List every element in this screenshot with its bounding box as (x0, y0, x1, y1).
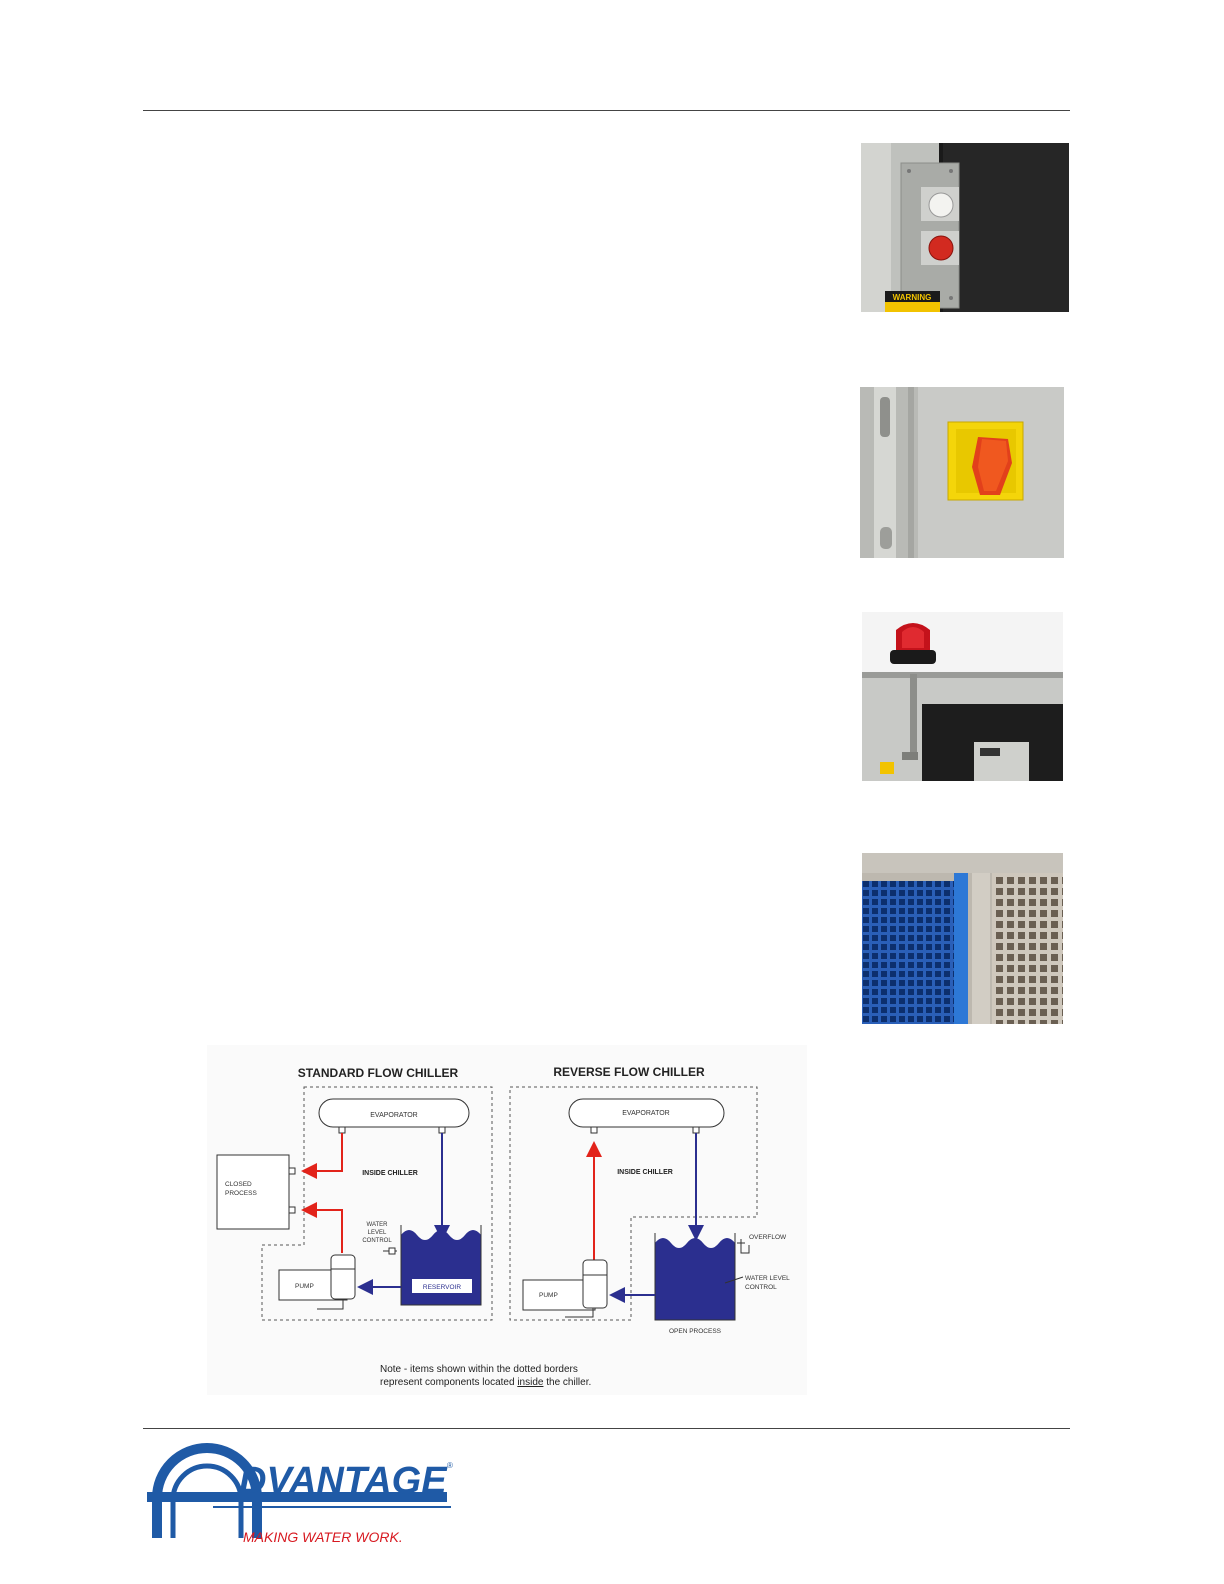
standard-supply-line (301, 1133, 343, 1179)
disconnect-switch-photo (860, 387, 1064, 558)
standard-pump-label: PUMP (295, 1283, 314, 1290)
logo-tagline: MAKING WATER WORK. (243, 1529, 403, 1545)
reverse-inside-border (509, 1086, 758, 1321)
standard-return-line (301, 1202, 343, 1253)
reverse-flow-title: REVERSE FLOW CHILLER (553, 1065, 705, 1079)
closed-process-label-1: CLOSED (225, 1181, 252, 1188)
reverse-inside-label: INSIDE CHILLER (617, 1169, 673, 1176)
footer-rule (143, 1428, 1070, 1429)
reverse-water-level-label-1: WATER LEVEL (745, 1275, 790, 1282)
open-process-label: OPEN PROCESS (669, 1328, 722, 1335)
reverse-pump-label: PUMP (539, 1292, 558, 1299)
water-level-label-2: LEVEL (368, 1230, 387, 1236)
standard-evaporator (318, 1098, 470, 1128)
closed-process-box (216, 1154, 290, 1230)
chiller-flow-diagram: STANDARD FLOW CHILLER EVAPORATOR INSIDE … (207, 1045, 807, 1395)
warning-label: WARNING (893, 293, 932, 302)
reverse-evaporator (568, 1098, 725, 1128)
overflow-label: OVERFLOW (749, 1234, 787, 1241)
logo-registered-mark: ® (447, 1461, 453, 1470)
diagram-note-line-1: Note - items shown within the dotted bor… (380, 1364, 578, 1375)
reverse-pump-unit (582, 1259, 608, 1309)
reverse-evaporator-label: EVAPORATOR (622, 1110, 669, 1117)
header-rule (143, 110, 1070, 111)
standard-pump-unit (330, 1254, 356, 1300)
standard-evaporator-label: EVAPORATOR (370, 1112, 417, 1119)
reservoir-label: RESERVOIR (423, 1284, 461, 1291)
closed-process-label-2: PROCESS (225, 1190, 257, 1197)
alarm-beacon-photo (862, 612, 1063, 781)
pushbutton-station-photo: WARNING (861, 143, 1069, 312)
water-level-label-1: WATER (367, 1222, 389, 1228)
open-process-tank (655, 1238, 735, 1320)
standard-inside-border (261, 1086, 493, 1321)
logo-arch-icon (152, 1443, 262, 1538)
reservoir-tank (401, 1230, 481, 1305)
air-filter-photo (862, 853, 1063, 1024)
advantage-logo: DVANTAGE ® MAKING WATER WORK. (147, 1443, 453, 1545)
standard-inside-label: INSIDE CHILLER (362, 1170, 418, 1177)
water-level-label-3: CONTROL (362, 1238, 392, 1244)
reverse-water-level-label-2: CONTROL (745, 1284, 777, 1291)
standard-flow-title: STANDARD FLOW CHILLER (298, 1066, 459, 1080)
diagram-note-line-2: represent components located inside the … (380, 1377, 591, 1388)
logo-brand-text: DVANTAGE (239, 1460, 448, 1502)
